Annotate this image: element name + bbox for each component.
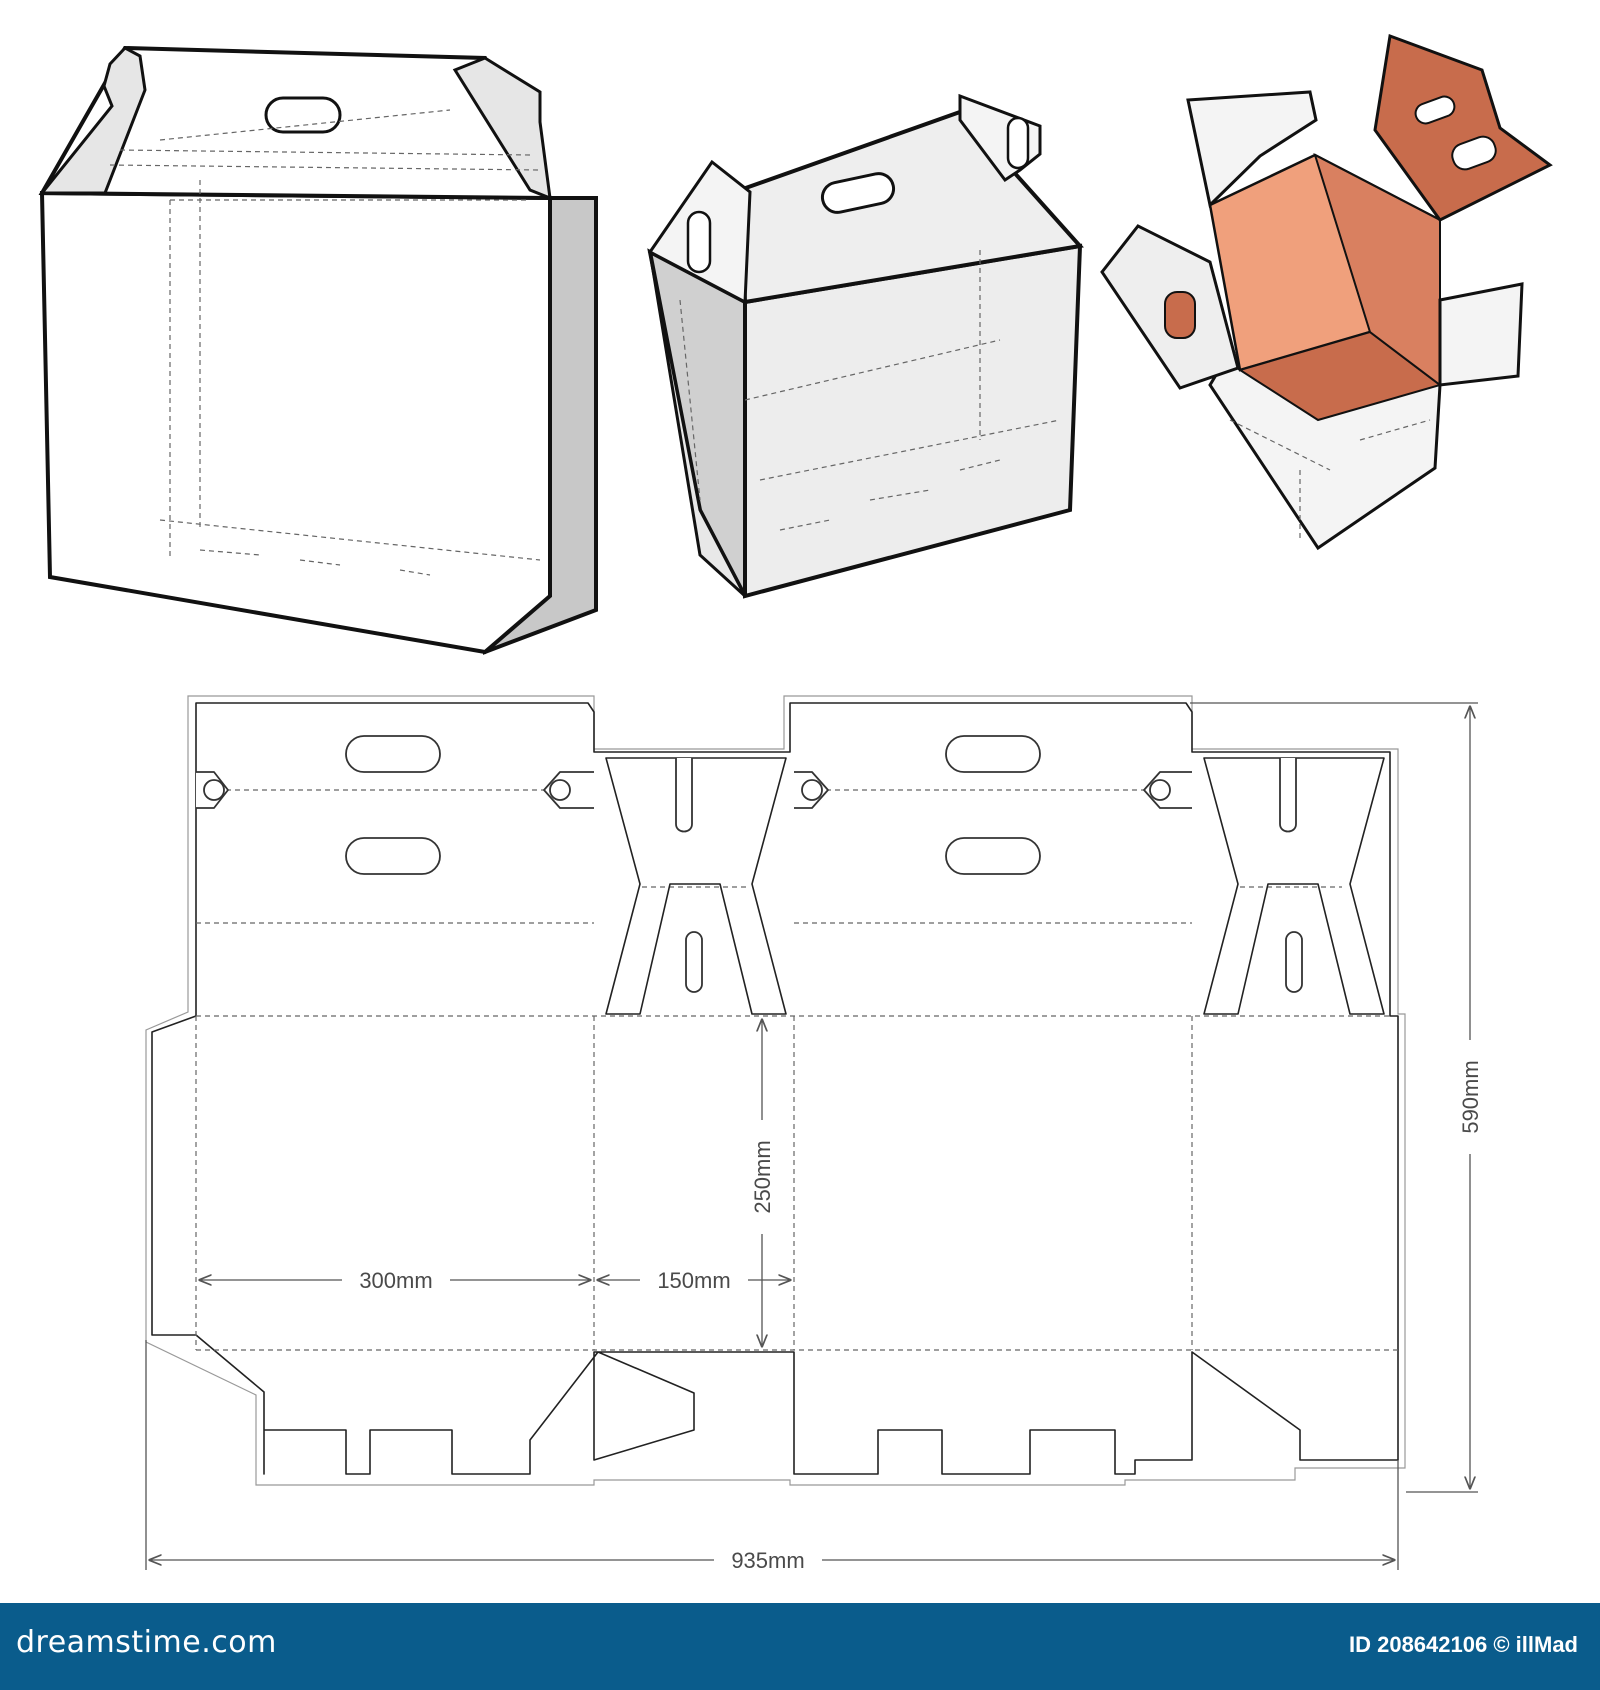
box1-front-face: [39, 190, 552, 655]
image-credit: ID 208642106 © illMad: [1348, 1632, 1578, 1657]
dimension-total-height-label: 590mm: [1458, 1060, 1483, 1133]
box2-left-bottom: [648, 251, 747, 598]
dimension-300: 300mm: [200, 1266, 590, 1294]
box3-open-flap-right: [1373, 33, 1553, 222]
box-front-view: [38, 45, 598, 655]
dimension-150: 150mm: [598, 1266, 790, 1294]
box-open-view: [1100, 33, 1553, 551]
box2-front-face: [743, 243, 1083, 599]
handle-panel-1: [196, 735, 594, 875]
box3-top-flap-left: [1186, 90, 1318, 208]
box1-right-lug: [452, 56, 552, 201]
dimension-depth-label: 150mm: [657, 1268, 730, 1293]
dieline-offset-outline: [145, 695, 1406, 1486]
dieline-diagram: .ol { fill: none; stroke: #111; stroke-w…: [38, 33, 1553, 1574]
box1-left-lug: [38, 46, 147, 195]
dieline-flat-pattern: 300mm 150mm 250mm 590mm 935mm: [145, 695, 1484, 1574]
dimension-935: 935mm: [145, 1340, 1399, 1574]
side-gusset-2: [1203, 757, 1385, 1015]
box1-handle-hole: [264, 96, 342, 134]
footer-bar: dreamstime.com ID 208642106 © illMad: [0, 1603, 1600, 1690]
site-logo[interactable]: dreamstime.com: [16, 1625, 277, 1660]
dimension-total-width-label: 935mm: [731, 1548, 804, 1573]
dimension-590: 590mm: [1190, 702, 1484, 1493]
side-gusset-1: [605, 757, 787, 1015]
dimension-250: 250mm: [748, 1020, 776, 1346]
box2-handle-hole: [820, 172, 896, 214]
dimension-width-label: 300mm: [359, 1268, 432, 1293]
dimension-height-label: 250mm: [750, 1140, 775, 1213]
box3-top-flap-right: [1438, 282, 1524, 387]
handle-panel-2: [794, 735, 1192, 875]
box-perspective-view: [647, 93, 1084, 599]
dieline-outline: [151, 702, 1399, 1475]
